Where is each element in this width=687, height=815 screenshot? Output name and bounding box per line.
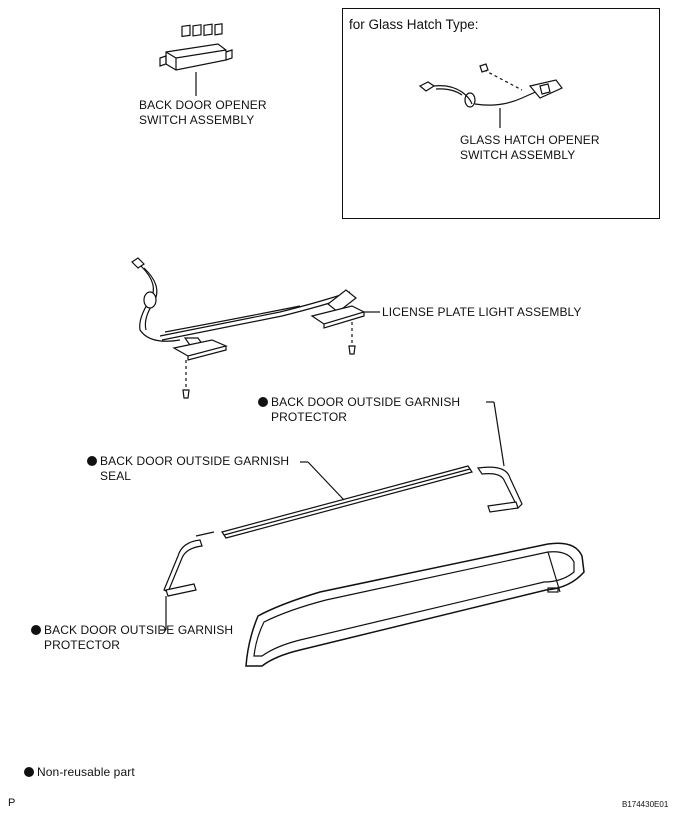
non-reusable-bullet-icon (87, 456, 97, 466)
inset-title: for Glass Hatch Type: (349, 17, 479, 32)
garnish-seal-label: BACK DOOR OUTSIDE GARNISH SEAL (87, 454, 289, 484)
garnish-seal-drawing (195, 461, 473, 539)
protector-upper-drawing (476, 401, 523, 513)
glass-hatch-opener-switch-drawing (418, 63, 563, 128)
license-plate-light-label: LICENSE PLATE LIGHT ASSEMBLY (382, 305, 582, 319)
glass-hatch-inset: for Glass Hatch Type: (342, 8, 660, 219)
glass-hatch-opener-switch-label: GLASS HATCH OPENER SWITCH ASSEMBLY (460, 133, 600, 162)
protector-lower-label: BACK DOOR OUTSIDE GARNISH PROTECTOR (31, 623, 233, 653)
back-door-opener-switch-drawing (159, 23, 233, 96)
protector-upper-label: BACK DOOR OUTSIDE GARNISH PROTECTOR (258, 395, 460, 425)
footer-code: P (8, 797, 16, 809)
non-reusable-bullet-icon (24, 767, 34, 777)
protector-lower-drawing (160, 539, 203, 631)
back-door-opener-switch-label: BACK DOOR OPENER SWITCH ASSEMBLY (139, 98, 267, 127)
back-door-outside-garnish-drawing (245, 542, 585, 667)
license-plate-light-assembly-drawing (131, 257, 380, 399)
figure-id: B174430E01 (622, 800, 669, 809)
legend-non-reusable: Non-reusable part (24, 765, 135, 780)
non-reusable-bullet-icon (258, 397, 268, 407)
non-reusable-bullet-icon (31, 625, 41, 635)
